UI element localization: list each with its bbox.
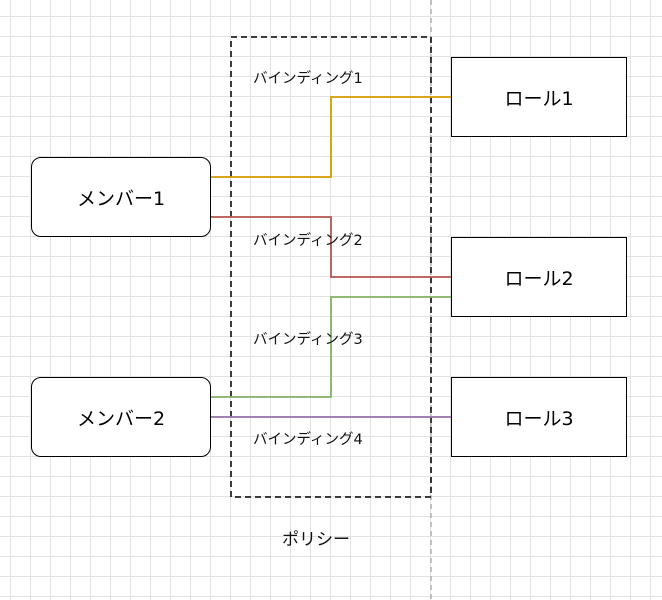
binding-2-connector bbox=[211, 216, 451, 278]
policy-label: ポリシー bbox=[282, 530, 350, 550]
binding-2-label: バインディング2 bbox=[253, 233, 363, 249]
binding-4-label: バインディング4 bbox=[253, 432, 363, 448]
role-2-label: ロール2 bbox=[504, 267, 574, 290]
member-1-label: メンバー1 bbox=[76, 187, 166, 210]
binding-1-label: バインディング1 bbox=[253, 71, 363, 87]
role-2-node[interactable]: ロール2 bbox=[451, 237, 627, 317]
member-1-node[interactable]: メンバー1 bbox=[31, 157, 211, 237]
policy-boundary bbox=[230, 36, 432, 498]
role-1-node[interactable]: ロール1 bbox=[451, 57, 627, 137]
role-3-node[interactable]: ロール3 bbox=[451, 377, 627, 457]
member-2-label: メンバー2 bbox=[76, 407, 166, 430]
role-3-label: ロール3 bbox=[504, 407, 574, 430]
member-2-node[interactable]: メンバー2 bbox=[31, 377, 211, 457]
binding-3-connector bbox=[211, 296, 451, 398]
binding-1-connector bbox=[211, 96, 451, 178]
role-1-label: ロール1 bbox=[504, 87, 574, 110]
binding-3-label: バインディング3 bbox=[253, 332, 363, 348]
